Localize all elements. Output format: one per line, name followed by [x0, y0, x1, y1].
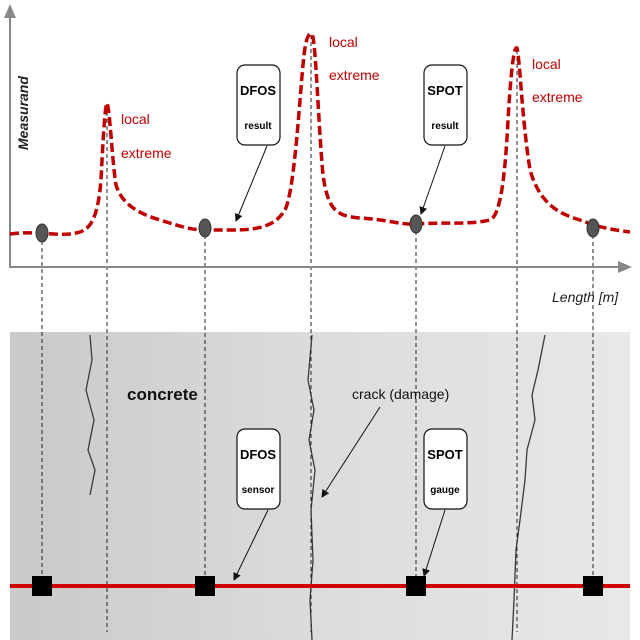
spot-result-arrow	[419, 145, 446, 215]
dfos-sensor-callout: DFOS sensor	[233, 428, 281, 581]
crack-3	[511, 334, 546, 640]
spot-gauge-box	[423, 428, 468, 510]
x-axis-label: Length [m]	[552, 289, 619, 305]
sensor-marker-2	[195, 576, 215, 596]
axes	[4, 4, 632, 273]
dfos-result-box	[236, 64, 281, 146]
spot-result-box	[423, 64, 468, 146]
measurand-curve	[9, 31, 631, 237]
x-axis-arrow	[618, 261, 632, 273]
spot-result-point	[409, 214, 423, 234]
guide-lines	[41, 35, 594, 632]
sensor-markers	[32, 576, 603, 596]
extreme-label-3: local extreme	[532, 56, 583, 105]
spot-result-callout: SPOT result	[419, 64, 468, 215]
spot-gauge-arrow	[422, 509, 446, 577]
svg-text:result: result	[244, 121, 272, 132]
svg-text:SPOT: SPOT	[427, 447, 462, 462]
svg-text:DFOS: DFOS	[240, 83, 276, 98]
crack-label: crack (damage)	[352, 386, 449, 402]
svg-text:sensor: sensor	[242, 485, 275, 496]
extreme-label-1: local extreme	[121, 111, 172, 161]
svg-text:SPOT: SPOT	[427, 83, 462, 98]
spot-gauge-callout: SPOT gauge	[422, 428, 468, 577]
y-axis-arrow	[4, 4, 16, 18]
dfos-sensor-arrow	[233, 509, 269, 581]
y-axis-label: Measurand	[15, 76, 31, 150]
sensor-marker-1	[32, 576, 52, 596]
svg-text:extreme: extreme	[532, 89, 583, 105]
extreme-label-2: local extreme	[329, 34, 380, 83]
dfos-point-3	[586, 218, 600, 238]
svg-text:local: local	[121, 111, 150, 127]
svg-text:gauge: gauge	[430, 485, 460, 496]
svg-text:result: result	[431, 121, 459, 132]
dfos-point-1	[35, 223, 49, 243]
dfos-result-callout: DFOS result	[234, 64, 281, 222]
concrete-label: concrete	[127, 385, 198, 404]
crack-arrow	[321, 406, 381, 498]
svg-text:extreme: extreme	[121, 145, 172, 161]
dfos-sensor-box	[236, 428, 281, 510]
crack-1	[85, 334, 96, 496]
concrete-slab	[10, 332, 630, 640]
sensor-marker-spot	[406, 576, 426, 596]
sensor-marker-3	[583, 576, 603, 596]
svg-text:local: local	[329, 34, 358, 50]
dfos-point-2	[198, 218, 212, 238]
curve-points	[35, 214, 600, 243]
svg-text:extreme: extreme	[329, 67, 380, 83]
svg-text:local: local	[532, 56, 561, 72]
svg-text:DFOS: DFOS	[240, 447, 276, 462]
dfos-result-arrow	[234, 145, 268, 222]
